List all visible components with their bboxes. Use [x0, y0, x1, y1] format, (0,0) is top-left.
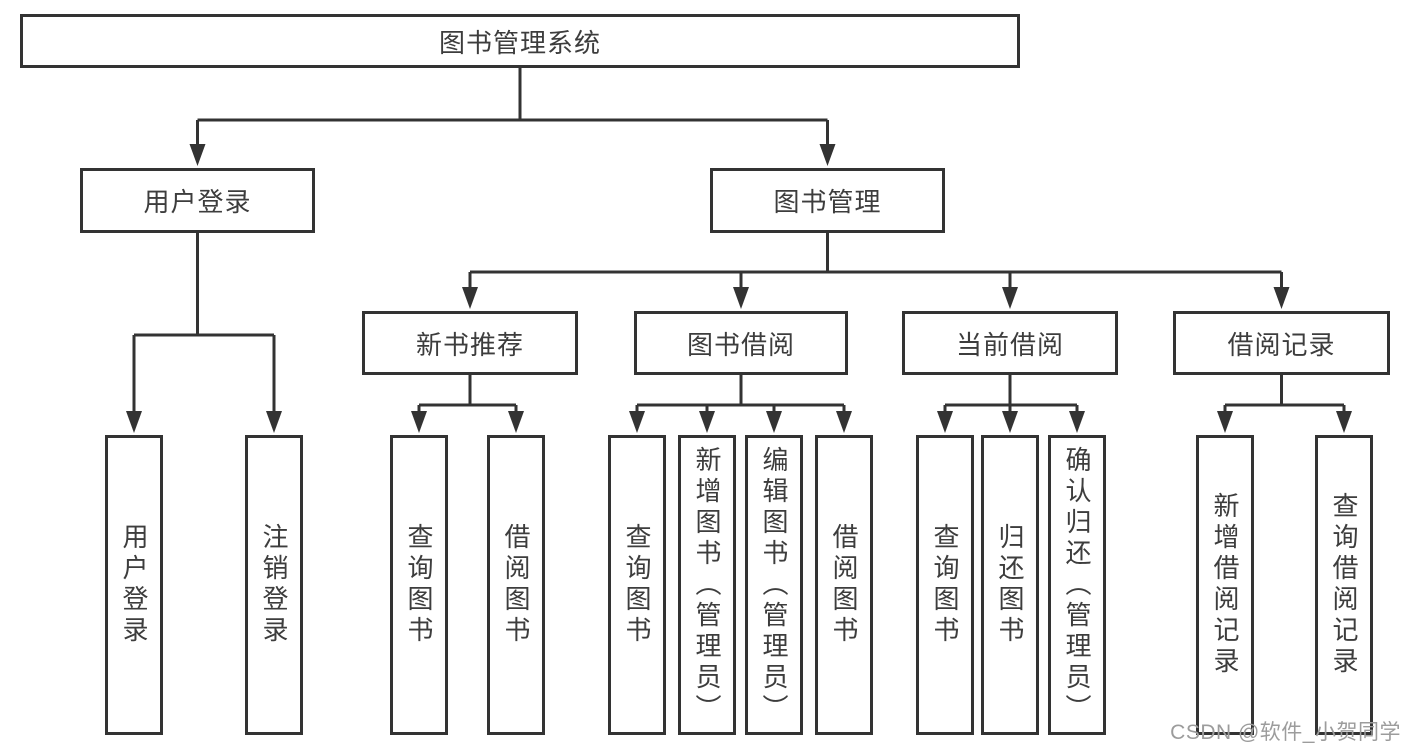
leaf-recommend-borrow-books: 借阅图书	[487, 435, 545, 735]
node-current-borrow: 当前借阅	[902, 311, 1118, 375]
leaf-user-login: 用户登录	[105, 435, 163, 735]
leaf-label: 借阅图书	[501, 523, 531, 647]
leaf-current-query-books: 查询图书	[916, 435, 974, 735]
leaf-label: 新增图书（管理员）	[692, 445, 722, 725]
leaf-borrow-borrow-books: 借阅图书	[815, 435, 873, 735]
leaf-label: 归还图书	[995, 523, 1025, 647]
leaf-label: 查询借阅记录	[1329, 492, 1359, 678]
node-book-borrow: 图书借阅	[634, 311, 848, 375]
leaf-borrow-edit-books-admin: 编辑图书（管理员）	[745, 435, 803, 735]
leaf-label: 确认归还（管理员）	[1062, 445, 1092, 725]
leaf-label: 查询图书	[930, 523, 960, 647]
node-borrow-records: 借阅记录	[1173, 311, 1390, 375]
leaf-label: 注销登录	[259, 523, 289, 647]
leaf-records-add-record: 新增借阅记录	[1196, 435, 1254, 735]
node-book-management: 图书管理	[710, 168, 945, 233]
leaf-borrow-add-books-admin: 新增图书（管理员）	[678, 435, 736, 735]
watermark-text: CSDN @软件_小贺同学	[1170, 721, 1401, 744]
leaf-label: 新增借阅记录	[1210, 492, 1240, 678]
leaf-recommend-query-books: 查询图书	[390, 435, 448, 735]
leaf-current-confirm-return-admin: 确认归还（管理员）	[1048, 435, 1106, 735]
node-root: 图书管理系统	[20, 14, 1020, 68]
leaf-logout: 注销登录	[245, 435, 303, 735]
node-user-login: 用户登录	[80, 168, 315, 233]
leaf-borrow-query-books: 查询图书	[608, 435, 666, 735]
leaf-current-return-books: 归还图书	[981, 435, 1039, 735]
leaf-label: 查询图书	[404, 523, 434, 647]
leaf-label: 借阅图书	[829, 523, 859, 647]
leaf-label: 编辑图书（管理员）	[759, 445, 789, 725]
leaf-label: 查询图书	[622, 523, 652, 647]
node-new-book-recommend: 新书推荐	[362, 311, 578, 375]
leaf-records-query-record: 查询借阅记录	[1315, 435, 1373, 735]
leaf-label: 用户登录	[119, 523, 149, 647]
